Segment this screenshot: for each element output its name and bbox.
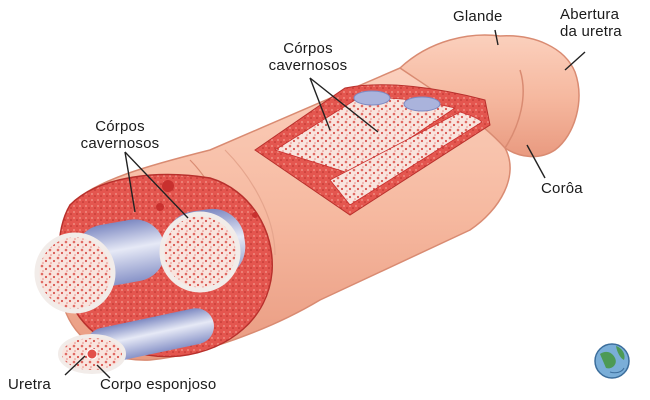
label-corpos-cavernosos-top: Córpos cavernosos (269, 40, 348, 74)
cutaway-cavernous-lower (329, 111, 483, 206)
vessel-dot (156, 203, 164, 211)
shaft-skin-fold-2 (224, 149, 276, 256)
label-corpos-left-line1: Córpos (95, 118, 145, 135)
label-abertura-da-uretra: Abertura da uretra (560, 6, 622, 40)
label-corpo-esponjoso: Corpo esponjoso (100, 376, 217, 393)
cutaway-tube-end-2 (403, 96, 441, 112)
right-cavernous-end (159, 211, 241, 293)
vessel-dot (252, 212, 258, 218)
label-abertura-line2: da uretra (560, 23, 622, 40)
label-corpos-top-line1: Córpos (283, 40, 333, 57)
glans-corona-line (504, 69, 524, 149)
label-abertura-line1: Abertura (560, 6, 620, 23)
label-uretra: Uretra (8, 376, 51, 393)
label-corpos-top-line2: cavernosos (268, 57, 348, 74)
cutaway-tube-end-1 (353, 90, 391, 106)
urethra-opening (86, 348, 98, 360)
leader-lines (64, 29, 586, 379)
label-coroa: Corôa (541, 180, 583, 197)
label-corpos-left-line2: cavernosos (80, 135, 160, 152)
label-corpos-cavernosos-left: Córpos cavernosos (81, 118, 160, 152)
globe-logo-icon (594, 343, 630, 379)
label-glande: Glande (453, 8, 503, 25)
vessel-dot (162, 180, 174, 192)
left-cavernous-end (34, 232, 116, 314)
